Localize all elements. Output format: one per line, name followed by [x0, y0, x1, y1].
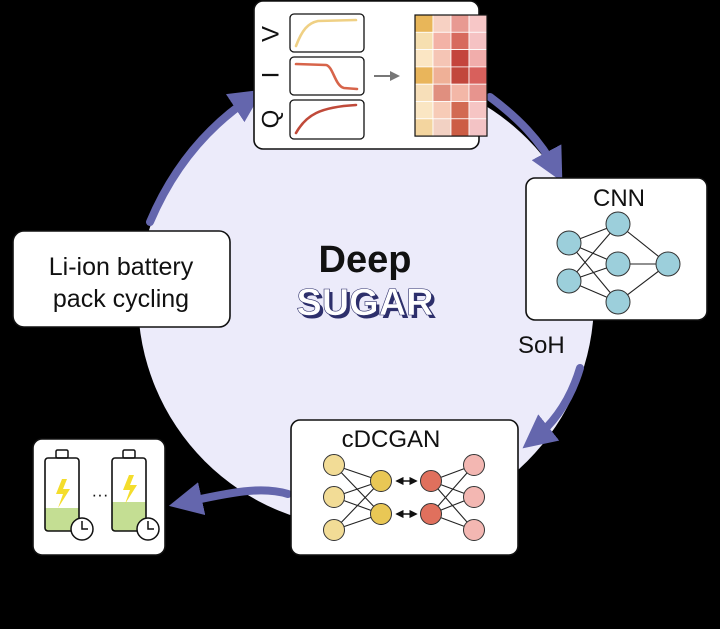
heatmap-cell [414, 31, 434, 50]
network-node [605, 289, 631, 315]
voltage-plot-frame [289, 13, 365, 53]
heatmap-cell [414, 101, 434, 120]
heatmap-cell [414, 66, 434, 85]
current-plot-frame [289, 56, 365, 96]
heatmap-cell [450, 14, 470, 33]
network-node [556, 230, 582, 256]
network-edge [333, 480, 382, 531]
battery-pack-line1: Li-ion battery [49, 253, 194, 281]
voltage-curve [294, 18, 358, 48]
heatmap-cell [414, 14, 434, 33]
soh-label: SoH [518, 332, 565, 359]
heatmap-cell [450, 83, 470, 102]
cnn-panel: CNN [525, 177, 708, 321]
cnn-title: CNN [593, 185, 645, 212]
heatmap-cell [450, 118, 470, 137]
center-title-deep: Deep [319, 239, 412, 281]
capacity-curve [294, 103, 358, 135]
heatmap-cell [468, 31, 488, 50]
network-node [605, 211, 631, 237]
label-v: V [257, 26, 284, 42]
heatmap-cell [468, 66, 488, 85]
current-curve [294, 62, 359, 91]
battery-icon-2 [111, 449, 160, 541]
bolt-icon [56, 479, 70, 508]
signal-panel: V I Q [253, 0, 488, 150]
network-node [323, 486, 345, 508]
heatmap-cell [432, 49, 452, 68]
heatmap-cell [468, 101, 488, 120]
network-node [463, 454, 485, 476]
heatmap-cell [432, 118, 452, 137]
battery-pack-line2: pack cycling [53, 285, 189, 313]
network-node [463, 486, 485, 508]
battery-icon-1 [44, 449, 94, 541]
network-node [655, 251, 681, 277]
heatmap-cell [414, 118, 434, 137]
network-node [323, 519, 345, 541]
network-edge [568, 223, 619, 282]
cnn-network [556, 211, 681, 315]
arrow-to-battery-panel [168, 482, 292, 516]
heatmap [414, 14, 488, 137]
heatmap-cell [450, 31, 470, 50]
heatmap-frame [414, 14, 488, 137]
battery-panel: ··· [32, 438, 166, 556]
network-node [463, 519, 485, 541]
heatmap-cell [432, 101, 452, 120]
heatmap-cell [468, 49, 488, 68]
heatmap-cell [450, 66, 470, 85]
label-q: Q [257, 110, 284, 129]
heatmap-cell [432, 83, 452, 102]
network-node [420, 503, 442, 525]
arrow-to-cdcgan [522, 364, 584, 449]
bolt-icon [123, 475, 137, 504]
network-node [323, 454, 345, 476]
center-title-sugar-shadow: SUGAR [299, 285, 436, 327]
capacity-plot-frame [289, 99, 365, 140]
network-node [370, 470, 392, 492]
network-node [420, 470, 442, 492]
cycle-circle [138, 72, 594, 528]
heatmap-cell [450, 49, 470, 68]
battery-ellipsis: ··· [92, 485, 109, 504]
battery-pack-box: Li-ion battery pack cycling [12, 230, 231, 328]
arrow-to-cnn [486, 93, 563, 182]
label-i: I [257, 72, 284, 79]
heatmap-cell [468, 83, 488, 102]
heatmap-cell [432, 31, 452, 50]
network-node [556, 268, 582, 294]
cdcgan-title: cDCGAN [342, 426, 441, 453]
center-title-sugar: SUGAR [296, 282, 433, 324]
heatmap-cell [432, 14, 452, 33]
network-node [605, 251, 631, 277]
network-node [370, 503, 392, 525]
cdcgan-panel: cDCGAN [290, 419, 519, 556]
heatmap-cell [432, 66, 452, 85]
heatmap-cell [414, 49, 434, 68]
heatmap-cell [468, 14, 488, 33]
heatmap-cell [468, 118, 488, 137]
heatmap-cell [450, 101, 470, 120]
arrow-to-top-panel [146, 89, 264, 226]
heatmap-cell [414, 83, 434, 102]
cdcgan-network [323, 454, 485, 541]
